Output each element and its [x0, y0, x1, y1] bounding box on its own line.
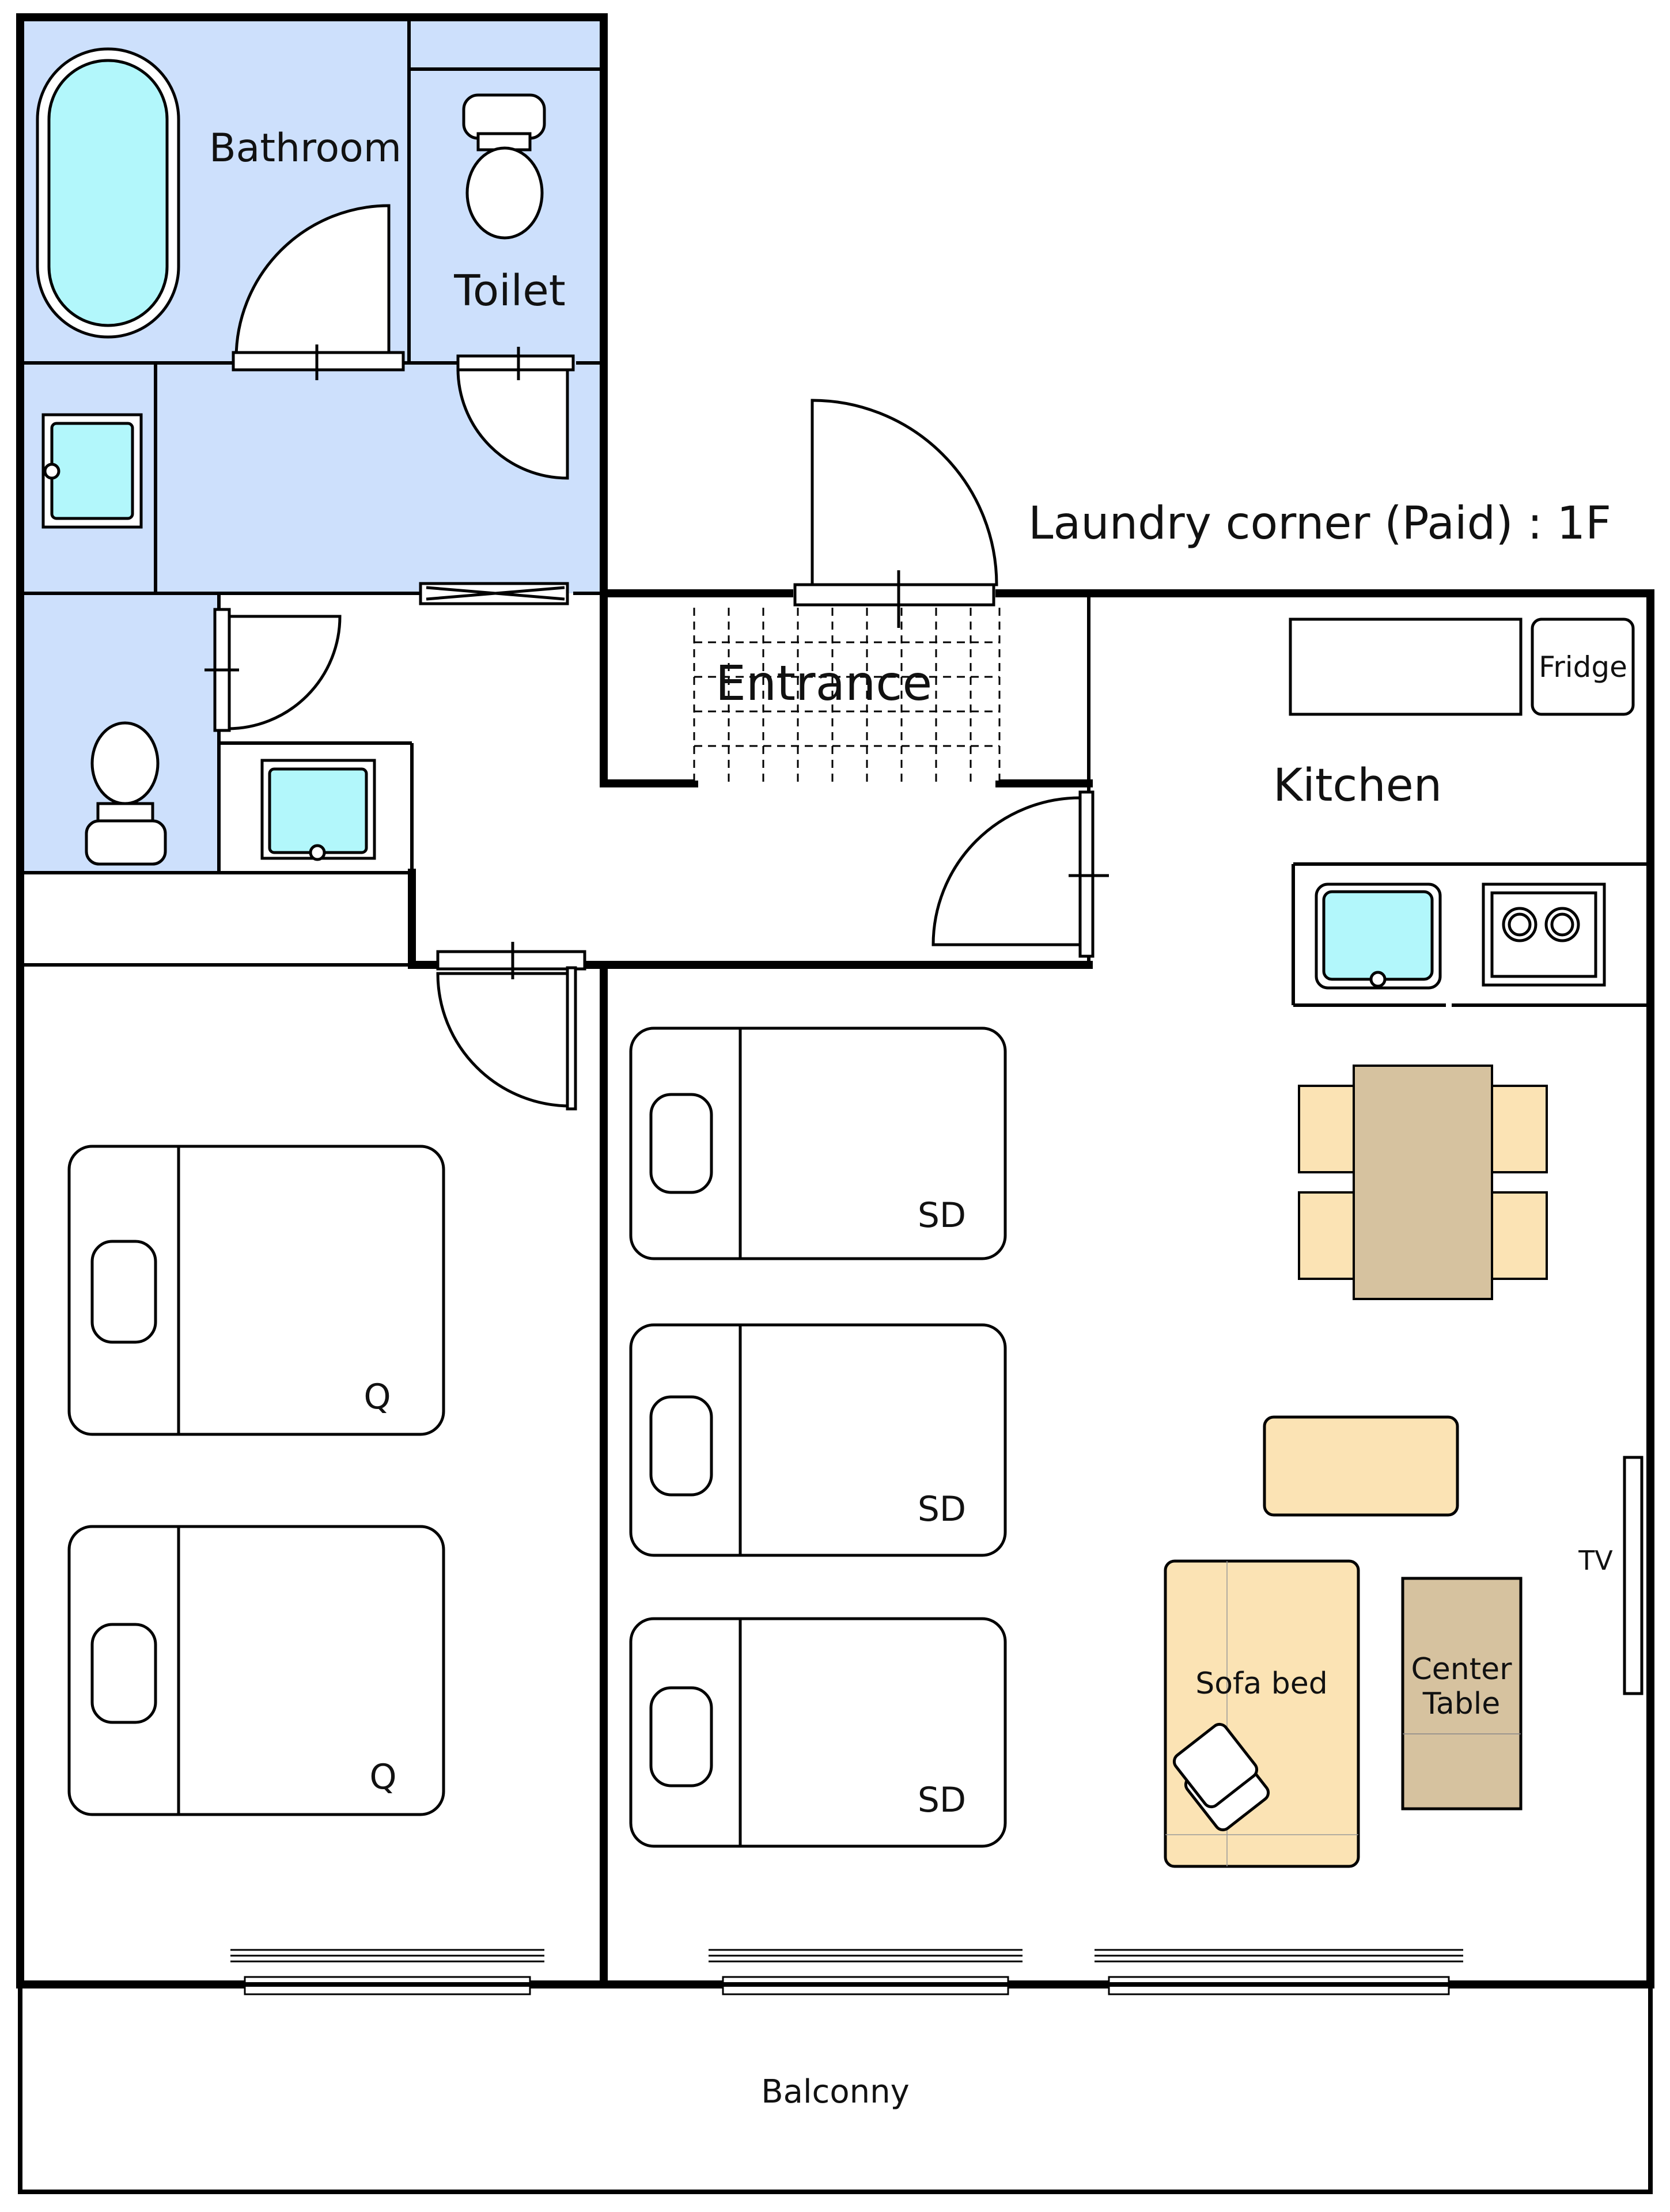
single-bed-2: [629, 1323, 1007, 1557]
windows: [230, 1949, 1463, 1995]
fridge: [1531, 618, 1635, 716]
label-center-table-1: Center: [1411, 1652, 1512, 1687]
toilet2-door: [205, 608, 342, 732]
label-balcony: Balconny: [761, 2073, 909, 2111]
washbasin-1: [41, 413, 143, 529]
toilet-fixture-1: [462, 93, 546, 240]
washbasin-2: [260, 759, 376, 861]
label-entrance: Entrance: [715, 655, 932, 711]
label-center-table-2: Table: [1422, 1687, 1500, 1721]
bathtub-inner: [47, 59, 169, 327]
sliding-door-washroom: [419, 582, 569, 605]
queen-bed-2: [67, 1525, 445, 1816]
single-bed-3: [629, 1617, 1007, 1848]
toilet-door: [456, 347, 575, 480]
label-laundry: Laundry corner (Paid) : 1F: [1028, 498, 1611, 550]
bathroom-door: [232, 204, 405, 380]
kitchen-door: [931, 790, 1109, 958]
label-fridge: Fridge: [1539, 650, 1627, 684]
stove: [1482, 882, 1606, 987]
label-toilet: Toilet: [453, 266, 566, 316]
label-kitchen: Kitchen: [1273, 760, 1442, 812]
thin-walls: [20, 17, 1650, 1007]
entrance-tiles: [693, 608, 1001, 783]
tv: [1623, 1456, 1644, 1695]
bed-label-sd2: SD: [918, 1489, 966, 1529]
sofa-bed: [1164, 1559, 1360, 1868]
kitchen-counter: [1289, 618, 1523, 716]
queen-bed-1: [67, 1145, 445, 1436]
ottoman: [1263, 1415, 1459, 1517]
balcony-outline: [18, 1982, 1653, 2194]
label-sofa-bed: Sofa bed: [1195, 1666, 1328, 1701]
bed-label-q1: Q: [363, 1377, 391, 1417]
bed-label-q2: Q: [369, 1757, 396, 1797]
dining-set: [1298, 1065, 1548, 1300]
single-bed-1: [629, 1027, 1007, 1260]
center-table: [1401, 1577, 1523, 1810]
bedroom1-door: [436, 942, 586, 1111]
bed-label-sd3: SD: [918, 1780, 966, 1820]
label-tv: TV: [1578, 1545, 1613, 1576]
entrance-door: [793, 399, 998, 628]
toilet-fixture-2: [85, 721, 167, 866]
bed-label-sd1: SD: [918, 1195, 966, 1236]
kitchen-sink: [1315, 882, 1442, 990]
label-bathroom: Bathroom: [209, 126, 402, 171]
